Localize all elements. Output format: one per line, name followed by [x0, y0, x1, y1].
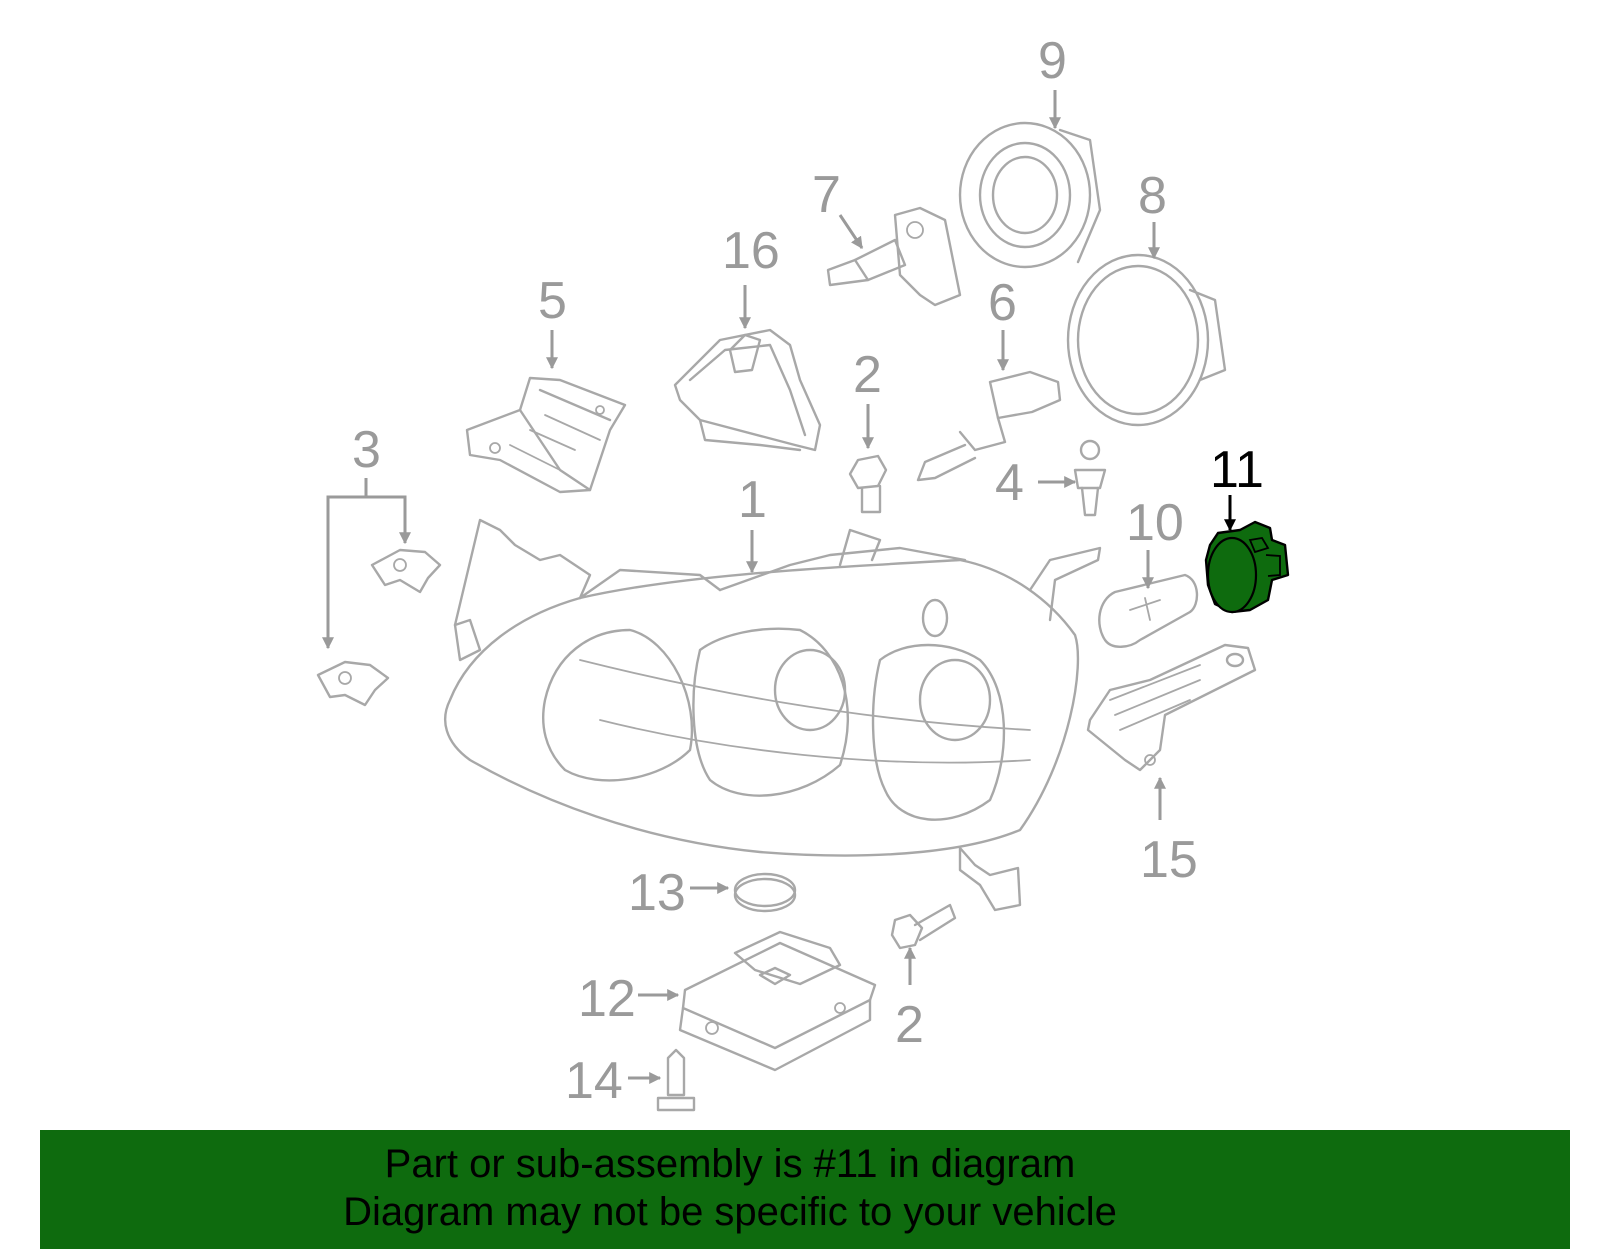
arrow-7 [838, 214, 864, 249]
screw-part-4 [1073, 439, 1107, 517]
callout-13: 13 [628, 864, 686, 922]
bulb-part-10 [1098, 573, 1199, 648]
callout-7: 7 [812, 166, 841, 224]
callout-15: 15 [1140, 831, 1198, 889]
callout-11-highlighted: 11 [1210, 441, 1264, 499]
bolt-part-2-upper [848, 454, 888, 514]
bulb-part-6 [916, 370, 1062, 482]
ballast-part-12 [678, 930, 877, 1072]
callout-6: 6 [988, 274, 1017, 332]
cover-part-9 [958, 121, 1102, 269]
callout-2-lower: 2 [895, 996, 924, 1054]
clip-part-3-lower [316, 660, 390, 707]
headlamp-assembly-part-1 [443, 518, 1102, 912]
callout-9: 9 [1038, 32, 1067, 90]
callout-16: 16 [722, 222, 780, 280]
callout-2-upper: 2 [853, 346, 882, 404]
callout-12: 12 [578, 970, 636, 1028]
callout-1: 1 [738, 471, 767, 529]
part-info-line-2: Diagram may not be specific to your vehi… [343, 1190, 1117, 1234]
callout-4: 4 [995, 454, 1024, 512]
callout-8: 8 [1138, 167, 1167, 225]
screw-part-14 [656, 1048, 696, 1112]
callout-3: 3 [352, 421, 381, 479]
washer-part-13 [733, 872, 797, 913]
callout-14: 14 [565, 1052, 623, 1110]
callout-10: 10 [1126, 494, 1184, 552]
cover-part-16 [673, 328, 822, 452]
part-info-line-1: Part or sub-assembly is #11 in diagram [384, 1142, 1076, 1186]
clip-part-3-upper [370, 548, 442, 594]
socket-part-11-highlighted [1204, 520, 1290, 614]
arrow-3-lower [322, 478, 368, 650]
bracket-part-15 [1086, 643, 1257, 772]
arrow-3-upper [366, 495, 411, 545]
bracket-part-5 [465, 376, 627, 494]
callout-5: 5 [538, 272, 567, 330]
bulb-part-7 [826, 206, 962, 307]
ring-part-8 [1066, 253, 1227, 427]
headlamp-exploded-diagram: 9 8 7 16 5 6 2 3 4 10 11 1 15 13 2 12 14 [316, 32, 1290, 1112]
bolt-part-2-lower [890, 903, 957, 950]
part-info-banner: Part or sub-assembly is #11 in diagram D… [40, 1130, 1570, 1249]
